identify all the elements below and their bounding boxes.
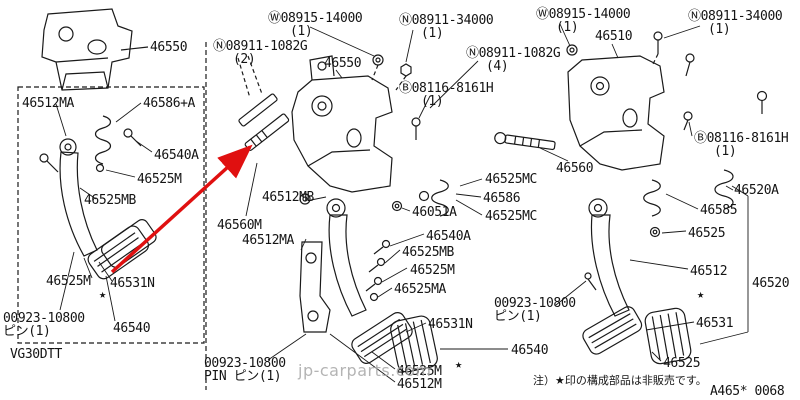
part-label: 46525M: [397, 364, 442, 379]
part-label: 46550: [324, 56, 362, 71]
part-label: 46540: [113, 321, 151, 336]
footnote: 注）★印の構成部品は非販売です。: [533, 374, 707, 387]
part-label: (1): [421, 26, 444, 41]
part-label: Ⓦ08915-14000: [536, 7, 631, 22]
part-label: 46586+A: [143, 96, 195, 111]
part-label: (1): [290, 24, 313, 39]
part-label: 46525M: [46, 274, 91, 289]
part-label: 46531N: [428, 317, 473, 332]
red-arrow: [110, 144, 253, 274]
part-label: (1): [556, 20, 579, 35]
part-label: Ⓝ08911-34000: [399, 13, 494, 28]
part-label: 46512: [690, 264, 728, 279]
part-label: (1): [421, 94, 444, 109]
part-label: 46540A: [154, 148, 199, 163]
part-label: (1): [708, 22, 731, 37]
part-label: 46531N: [110, 276, 155, 291]
part-label: Ⓑ08116-8161H: [399, 81, 494, 96]
part-label: 46525M: [137, 172, 182, 187]
part-label: 46540: [511, 343, 549, 358]
part-label: (1): [714, 144, 737, 159]
part-label: (4): [486, 59, 509, 74]
part-label: 46510: [595, 29, 633, 44]
part-label: 46525MA: [394, 282, 446, 297]
part-label: 46525: [688, 226, 726, 241]
part-label: Ⓑ08116-8161H: [694, 131, 789, 146]
part-label: 46525MC: [485, 209, 537, 224]
part-label: 46525MC: [485, 172, 537, 187]
star-marker: ★: [99, 287, 106, 301]
part-label: 46525: [663, 356, 701, 371]
left-assembly-drawing: [17, 8, 205, 344]
part-label: Ⓦ08915-14000: [268, 11, 363, 26]
part-label: 46051A: [412, 205, 457, 220]
part-label: 46525MB: [402, 245, 454, 260]
part-label: 00923-10800: [494, 296, 576, 311]
part-label: 46525MB: [84, 193, 136, 208]
star-marker: ★: [455, 357, 462, 371]
right-assembly-drawing: [494, 23, 768, 365]
star-marker: ★: [697, 287, 704, 301]
part-label: 46525M: [410, 263, 455, 278]
part-label: 46540A: [426, 229, 471, 244]
part-label: 00923-10800: [3, 311, 85, 326]
part-label: 46550: [150, 40, 188, 55]
diagram-code: A465* 0068: [710, 384, 785, 399]
middle-assembly-drawing: [237, 26, 508, 383]
part-label: 46585: [700, 203, 738, 218]
watermark: jp-carparts.com: [298, 361, 432, 380]
model-label: VG30DTT: [10, 347, 62, 362]
part-label: Ⓝ08911-1082G: [213, 39, 308, 54]
part-label: 46560: [556, 161, 594, 176]
part-label: 46520: [752, 276, 790, 291]
part-label: 46560M: [217, 218, 262, 233]
part-label: ピン(1): [494, 309, 542, 324]
part-label: Ⓝ08911-34000: [688, 9, 783, 24]
part-label: 46531: [696, 316, 734, 331]
part-label: (2): [233, 52, 256, 67]
part-label: 46512MA: [22, 96, 74, 111]
part-label: 46512MB: [262, 190, 314, 205]
part-label: 46512M: [397, 377, 442, 392]
part-label: 00923-10800: [204, 356, 286, 371]
part-label: Ⓝ08911-1082G: [466, 46, 561, 61]
part-label: 46512MA: [242, 233, 294, 248]
part-label: 46586: [483, 191, 521, 206]
part-label: PIN ピン(1): [204, 369, 282, 384]
part-label: ピン(1): [3, 324, 51, 339]
part-label: 46520A: [734, 183, 779, 198]
